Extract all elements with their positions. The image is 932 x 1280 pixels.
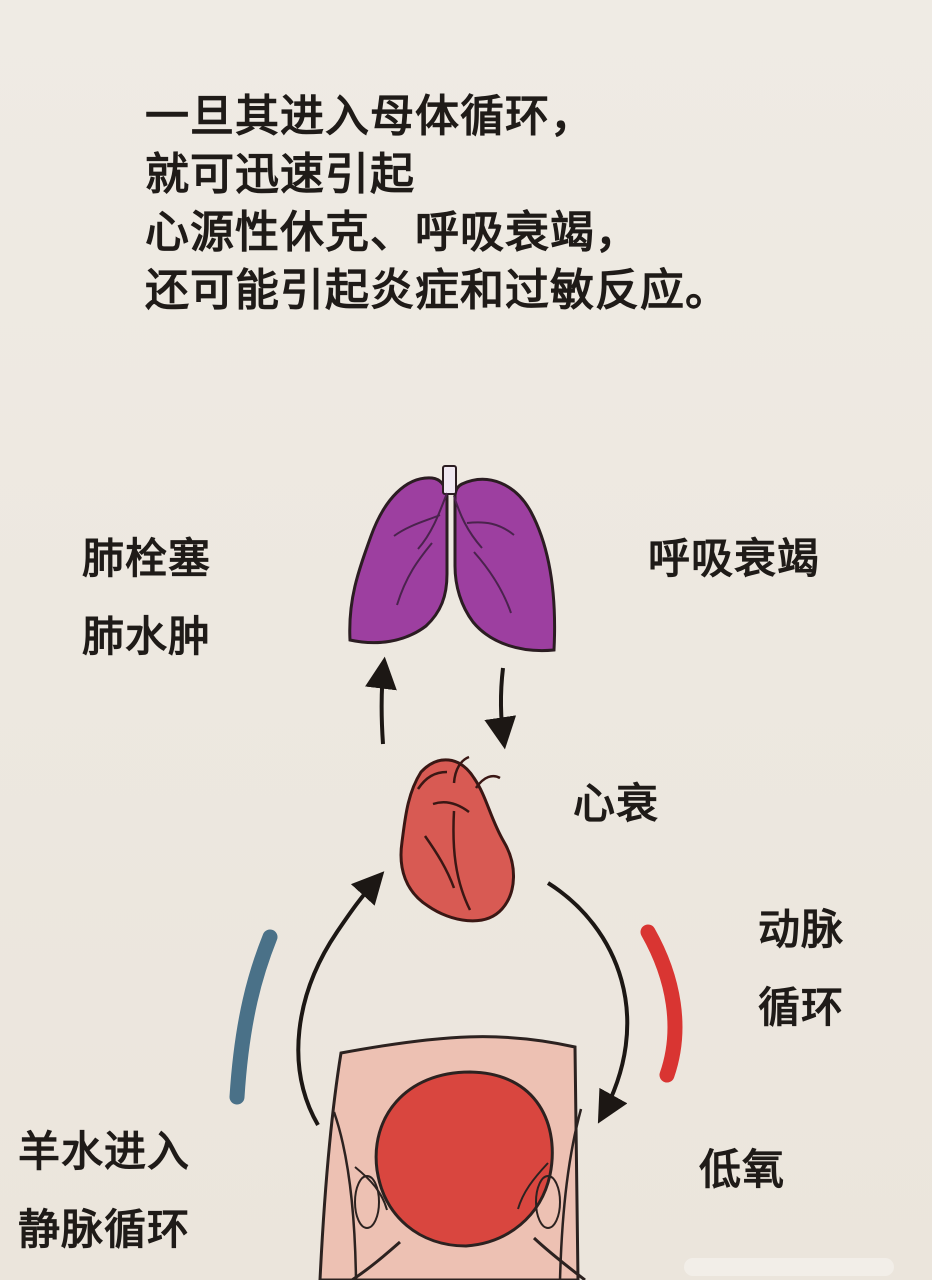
- venous-entry-line-1: 羊水进入: [18, 1127, 191, 1176]
- headline-line-2: 就可迅速引起: [145, 149, 415, 200]
- heart-to-lungs-arrow: [365, 656, 397, 745]
- artery-vessel: [640, 924, 683, 1083]
- arterial-outflow-arrow: [546, 881, 630, 1124]
- arterial-line-1: 动脉: [758, 905, 845, 954]
- heart-illustration: [399, 755, 515, 923]
- trachea-shape: [442, 465, 457, 495]
- lungs-illustration: [348, 465, 557, 653]
- watermark-strip: [684, 1258, 894, 1276]
- heart-failure-label: 心衰: [573, 779, 660, 828]
- arterial-circulation-label: 动脉 循环: [758, 891, 844, 1047]
- venous-return-arrow: [296, 871, 385, 1127]
- uterus-shape: [374, 1070, 554, 1248]
- headline-line-1: 一旦其进入母体循环，: [145, 91, 595, 142]
- venous-entry-line-2: 静脉循环: [18, 1205, 191, 1254]
- venous-entry-label: 羊水进入 静脉循环: [18, 1113, 190, 1269]
- vein-vessel: [229, 929, 278, 1105]
- pelvis-illustration: [318, 1035, 586, 1280]
- arterial-line-2: 循环: [758, 983, 845, 1032]
- headline-line-3: 心源性休克、呼吸衰竭，: [145, 207, 640, 258]
- pulmonary-complications-label: 肺栓塞 肺水肿: [82, 520, 211, 676]
- right-lung-shape: [453, 477, 557, 653]
- heart-shape: [399, 758, 515, 923]
- hypoxia-label: 低氧: [699, 1145, 786, 1194]
- lungs-to-heart-arrow: [484, 667, 517, 750]
- left-lung-shape: [348, 476, 449, 645]
- respiratory-failure-label: 呼吸衰竭: [648, 534, 821, 583]
- pulmonary-edema-text: 肺水肿: [82, 612, 212, 661]
- headline-text: 一旦其进入母体循环， 就可迅速引起 心源性休克、呼吸衰竭， 还可能引起炎症和过敏…: [145, 88, 885, 320]
- pulmonary-embolism-text: 肺栓塞: [82, 534, 212, 583]
- headline-line-4: 还可能引起炎症和过敏反应。: [145, 265, 730, 316]
